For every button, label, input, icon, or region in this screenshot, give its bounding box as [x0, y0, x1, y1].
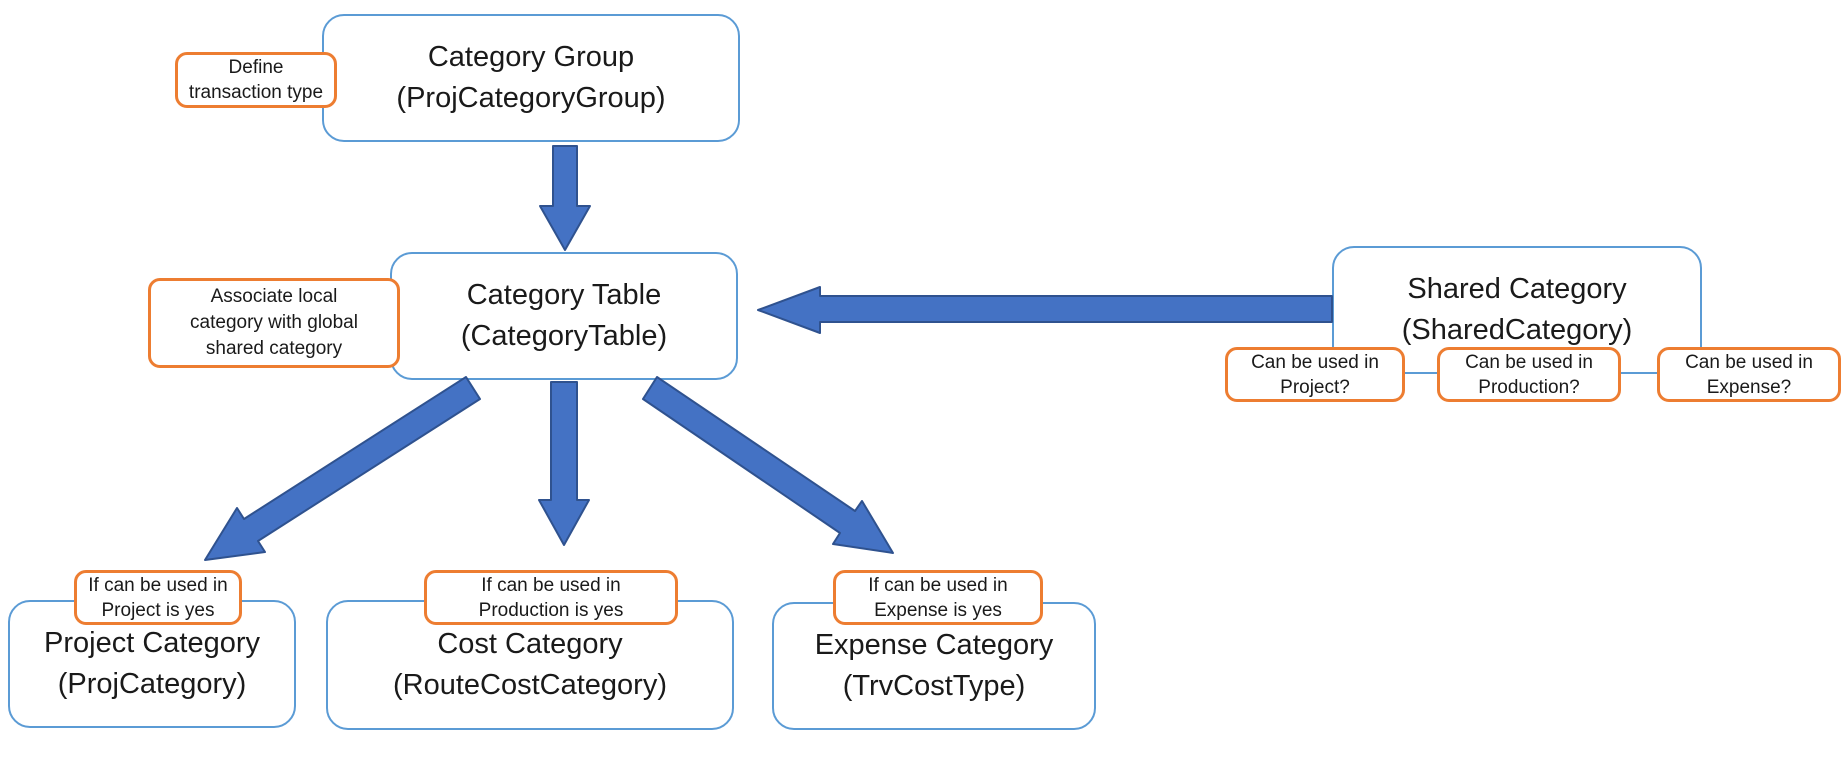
node-subtitle: (ProjCategoryGroup)	[396, 82, 666, 114]
callout-line: Project is yes	[101, 599, 215, 621]
node-subtitle: (TrvCostType)	[842, 670, 1026, 702]
callout-line: Expense is yes	[874, 599, 1002, 621]
node-category-group: Category Group (ProjCategoryGroup)	[322, 14, 740, 142]
node-title: Expense Category	[814, 629, 1054, 661]
callout-can-be-used-in-production: Can be used in Production?	[1437, 347, 1621, 402]
arrow-table-to-expense	[642, 376, 894, 554]
node-subtitle: (SharedCategory)	[1401, 314, 1633, 346]
callout-line: Expense?	[1706, 376, 1792, 398]
callout-line: category with global	[190, 312, 358, 333]
callout-can-be-used-in-project: Can be used in Project?	[1225, 347, 1405, 402]
callout-can-be-used-in-expense: Can be used in Expense?	[1657, 347, 1841, 402]
callout-if-can-be-used-in-production: If can be used in Production is yes	[424, 570, 678, 625]
callout-line: If can be used in	[88, 574, 228, 596]
callout-line: shared category	[205, 338, 343, 359]
arrow-shared-to-table	[757, 286, 1333, 334]
arrow-table-to-project	[204, 376, 481, 561]
callout-line: Production?	[1478, 376, 1580, 398]
node-title: Category Table	[466, 279, 662, 311]
callout-line: If can be used in	[868, 574, 1008, 596]
callout-line: Associate local	[210, 286, 338, 307]
callout-line: Can be used in	[1465, 351, 1593, 373]
callout-line: Can be used in	[1685, 351, 1813, 373]
callout-define-transaction-type: Define transaction type	[175, 52, 337, 108]
node-title: Category Group	[427, 41, 635, 73]
node-title: Cost Category	[437, 628, 623, 660]
arrow-table-to-cost	[538, 381, 590, 546]
node-title: Project Category	[44, 627, 260, 659]
callout-line: Project?	[1280, 376, 1350, 398]
callout-line: transaction type	[188, 82, 324, 103]
callout-line: Can be used in	[1251, 351, 1379, 373]
node-subtitle: (RouteCostCategory)	[393, 669, 667, 701]
callout-line: If can be used in	[481, 574, 621, 596]
callout-line: Production is yes	[478, 599, 624, 621]
callout-if-can-be-used-in-expense: If can be used in Expense is yes	[833, 570, 1043, 625]
node-subtitle: (ProjCategory)	[57, 668, 247, 700]
node-subtitle: (CategoryTable)	[460, 320, 668, 352]
callout-associate-local-category: Associate local category with global sha…	[148, 278, 400, 368]
node-title: Shared Category	[1407, 273, 1627, 305]
callout-if-can-be-used-in-project: If can be used in Project is yes	[74, 570, 242, 625]
arrow-group-to-table	[539, 145, 591, 251]
node-category-table: Category Table (CategoryTable)	[390, 252, 738, 380]
callout-line: Define	[228, 57, 284, 78]
